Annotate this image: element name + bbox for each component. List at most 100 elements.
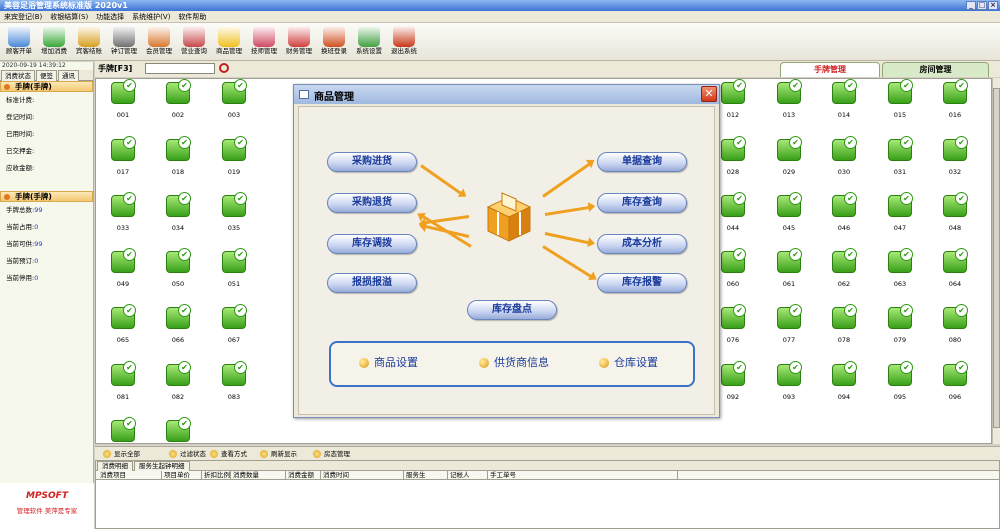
- toolbar-button-6[interactable]: 商品管理: [213, 24, 245, 60]
- column-header[interactable]: 服务生: [404, 471, 448, 480]
- toolbar-button-1[interactable]: 增加消费: [38, 24, 70, 60]
- handcard-cell[interactable]: 065: [103, 304, 143, 344]
- column-header[interactable]: 消费时间: [321, 471, 404, 480]
- stocktake-button[interactable]: 库存盘点: [467, 300, 557, 320]
- handcard-cell[interactable]: 032: [935, 136, 975, 176]
- handcard-cell[interactable]: 063: [880, 248, 920, 288]
- handcard-cell[interactable]: 076: [713, 304, 753, 344]
- toolbar-button-5[interactable]: 营业查询: [178, 24, 210, 60]
- status-button-0[interactable]: 显示全部: [103, 449, 140, 459]
- toolbar-button-3[interactable]: 钟订管理: [108, 24, 140, 60]
- menu-item-2[interactable]: 功能选择: [96, 13, 125, 21]
- toolbar-button-4[interactable]: 会员管理: [143, 24, 175, 60]
- handcard-cell[interactable]: 030: [824, 136, 864, 176]
- handcard-cell[interactable]: 028: [713, 136, 753, 176]
- tab-service-detail[interactable]: 服务生起钟明细: [134, 461, 190, 471]
- handcard-cell[interactable]: 018: [158, 136, 198, 176]
- handcard-cell[interactable]: 033: [103, 192, 143, 232]
- handcard-cell[interactable]: 051: [214, 248, 254, 288]
- handcard-cell[interactable]: 002: [158, 79, 198, 119]
- status-button-4[interactable]: 房态管理: [313, 449, 350, 459]
- supplier-info-link[interactable]: 供货商信息: [479, 356, 549, 370]
- toolbar-button-0[interactable]: 顾客开单: [3, 24, 35, 60]
- handcard-cell[interactable]: 031: [880, 136, 920, 176]
- handcard-cell[interactable]: 066: [158, 304, 198, 344]
- handcard-cell[interactable]: 093: [769, 361, 809, 401]
- handcard-cell[interactable]: 092: [713, 361, 753, 401]
- warehouse-settings-link[interactable]: 仓库设置: [599, 356, 658, 370]
- tab-consume-status[interactable]: 消费状态: [1, 70, 35, 81]
- handcard-cell[interactable]: 049: [103, 248, 143, 288]
- tab-handcard-management[interactable]: 手牌管理: [780, 62, 880, 77]
- handcard-cell[interactable]: 029: [769, 136, 809, 176]
- handcard-cell[interactable]: 077: [769, 304, 809, 344]
- handcard-cell[interactable]: 047: [880, 192, 920, 232]
- section-handcard-stats[interactable]: 手牌(手牌): [0, 191, 93, 202]
- handcard-cell[interactable]: 046: [824, 192, 864, 232]
- loss-overflow-button[interactable]: 报损报溢: [327, 273, 417, 293]
- toolbar-button-10[interactable]: 系统设置: [353, 24, 385, 60]
- handcard-cell[interactable]: 083: [214, 361, 254, 401]
- tab-room-management[interactable]: 房间管理: [882, 62, 989, 77]
- stock-query-button[interactable]: 库存查询: [597, 193, 687, 213]
- dialog-close-button[interactable]: ✕: [701, 86, 717, 102]
- handcard-cell[interactable]: 094: [824, 361, 864, 401]
- handcard-cell[interactable]: 078: [824, 304, 864, 344]
- handcard-cell[interactable]: 060: [713, 248, 753, 288]
- status-button-1[interactable]: 过滤状态: [169, 449, 206, 459]
- handcard-cell[interactable]: 095: [880, 361, 920, 401]
- column-header[interactable]: 消费金额: [286, 471, 321, 480]
- document-query-button[interactable]: 单据查询: [597, 152, 687, 172]
- product-settings-link[interactable]: 商品设置: [359, 356, 418, 370]
- handcard-cell[interactable]: 064: [935, 248, 975, 288]
- handcard-cell[interactable]: 048: [935, 192, 975, 232]
- handcard-cell[interactable]: 062: [824, 248, 864, 288]
- search-input[interactable]: [145, 63, 215, 74]
- handcard-cell[interactable]: 013: [769, 79, 809, 119]
- handcard-cell[interactable]: 001: [103, 79, 143, 119]
- section-handcard-info[interactable]: 手牌(手牌): [0, 81, 93, 92]
- handcard-cell[interactable]: 080: [935, 304, 975, 344]
- handcard-cell[interactable]: 079: [880, 304, 920, 344]
- menu-item-0[interactable]: 来宾登记(B): [4, 13, 43, 21]
- status-button-2[interactable]: 查看方式: [210, 449, 247, 459]
- column-header[interactable]: 手工单号: [488, 471, 678, 480]
- toolbar-button-2[interactable]: 宾客结账: [73, 24, 105, 60]
- tab-consume-detail[interactable]: 消费明细: [97, 461, 133, 471]
- handcard-cell[interactable]: 061: [769, 248, 809, 288]
- handcard-cell[interactable]: 019: [214, 136, 254, 176]
- cost-analysis-button[interactable]: 成本分析: [597, 234, 687, 254]
- minimize-button[interactable]: _: [966, 1, 976, 10]
- menu-item-3[interactable]: 系统维护(V): [132, 13, 171, 21]
- column-header[interactable]: 消费项目: [98, 471, 162, 480]
- handcard-cell[interactable]: 017: [103, 136, 143, 176]
- tab-contact[interactable]: 通讯: [58, 70, 79, 81]
- close-window-button[interactable]: ×: [988, 1, 998, 10]
- handcard-cell[interactable]: 014: [824, 79, 864, 119]
- handcard-cell[interactable]: 081: [103, 361, 143, 401]
- handcard-cell[interactable]: 016: [935, 79, 975, 119]
- toolbar-button-8[interactable]: 财务管理: [283, 24, 315, 60]
- column-header[interactable]: 项目单价: [162, 471, 202, 480]
- handcard-cell[interactable]: 015: [880, 79, 920, 119]
- stock-transfer-button[interactable]: 库存调拨: [327, 234, 417, 254]
- tab-notes[interactable]: 便签: [36, 70, 57, 81]
- handcard-cell[interactable]: 067: [214, 304, 254, 344]
- scrollbar-thumb[interactable]: [993, 88, 1000, 428]
- handcard-cell[interactable]: 096: [935, 361, 975, 401]
- handcard-cell[interactable]: 098: [158, 417, 198, 443]
- handcard-cell[interactable]: 003: [214, 79, 254, 119]
- purchase-in-button[interactable]: 采购进货: [327, 152, 417, 172]
- handcard-cell[interactable]: 045: [769, 192, 809, 232]
- handcard-cell[interactable]: 082: [158, 361, 198, 401]
- purchase-return-button[interactable]: 采购退货: [327, 193, 417, 213]
- handcard-cell[interactable]: 034: [158, 192, 198, 232]
- toolbar-button-11[interactable]: 退出系统: [388, 24, 420, 60]
- maximize-button[interactable]: □: [977, 1, 987, 10]
- status-button-3[interactable]: 刷新显示: [260, 449, 297, 459]
- column-header[interactable]: 折扣比例: [204, 471, 231, 480]
- handcard-cell[interactable]: 097: [103, 417, 143, 443]
- menu-item-4[interactable]: 软件帮助: [178, 13, 207, 21]
- handcard-cell[interactable]: 044: [713, 192, 753, 232]
- grid-scrollbar[interactable]: [992, 78, 1000, 444]
